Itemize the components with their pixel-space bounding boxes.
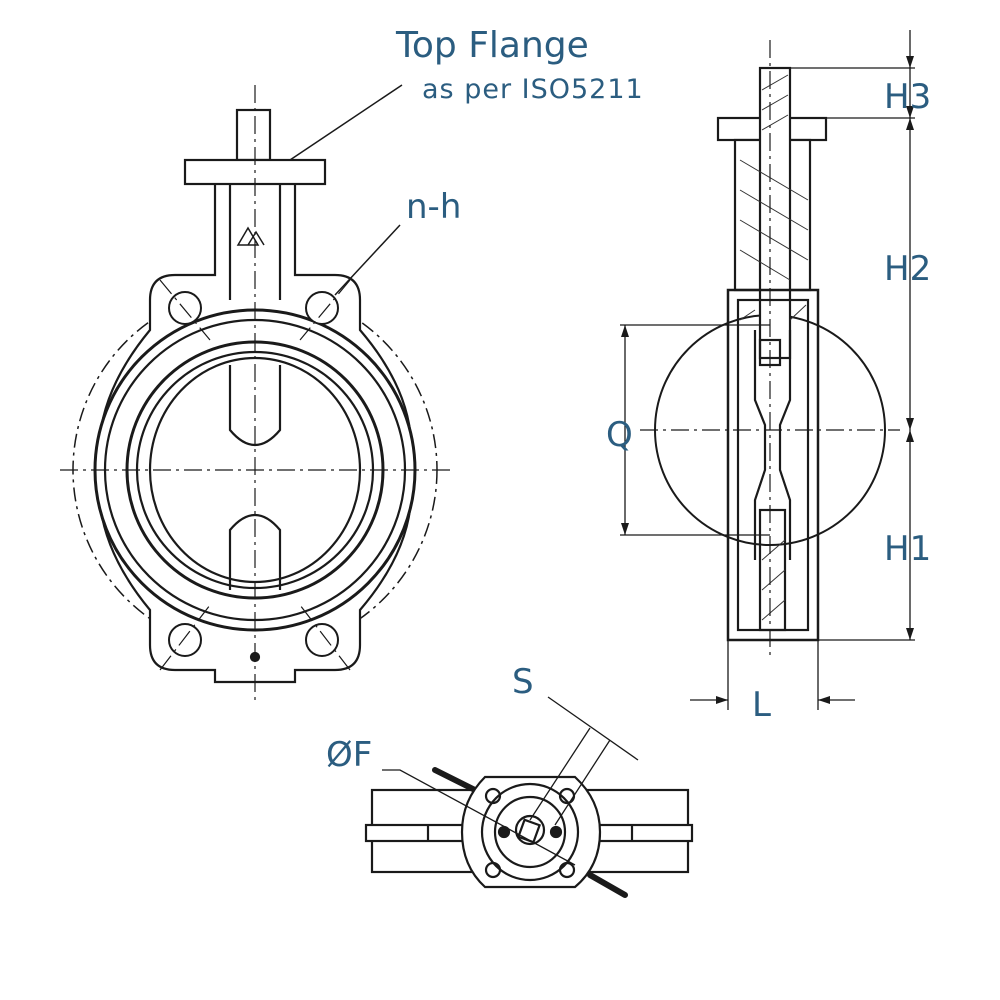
h1-dimension-label: H1 bbox=[884, 529, 932, 569]
s-dimension-label: S bbox=[512, 662, 534, 702]
h2-dimension-label: H2 bbox=[884, 249, 932, 289]
f-diameter-label: ØF bbox=[326, 735, 373, 775]
front-view bbox=[60, 84, 455, 700]
h3-dimension-label: H3 bbox=[884, 77, 932, 117]
bolt-holes-label: n-h bbox=[406, 187, 462, 227]
q-dimension-label: Q bbox=[606, 415, 633, 455]
side-view bbox=[620, 30, 915, 710]
top-flange-label: Top Flange bbox=[396, 25, 589, 66]
iso-standard-label: as per ISO5211 bbox=[422, 74, 644, 105]
l-dimension-label: L bbox=[752, 685, 771, 725]
top-view bbox=[364, 696, 694, 898]
